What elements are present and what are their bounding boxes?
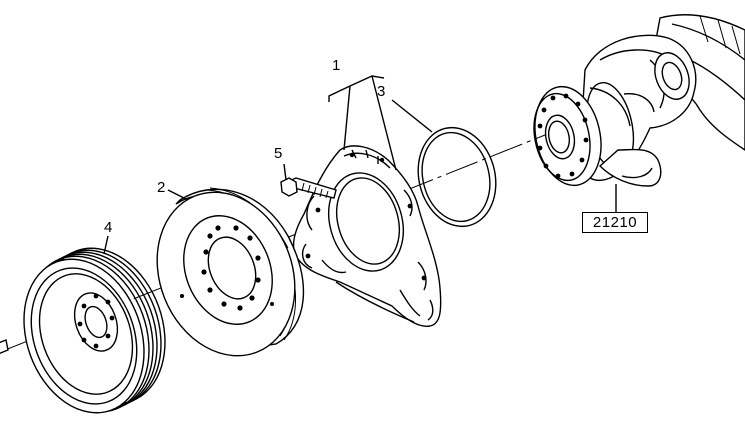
bolt [280,177,337,199]
crankshaft [533,14,745,187]
seal-ring [417,126,497,228]
callout-3: 3 [377,83,386,100]
callout-4: 4 [104,219,113,236]
reference-box: 21210 [582,212,648,233]
pulley [0,247,166,414]
callout-5: 5 [274,145,283,162]
damper [156,187,305,357]
callout-2: 2 [157,179,166,196]
callout-1: 1 [332,57,341,74]
leader-lines [103,75,617,255]
